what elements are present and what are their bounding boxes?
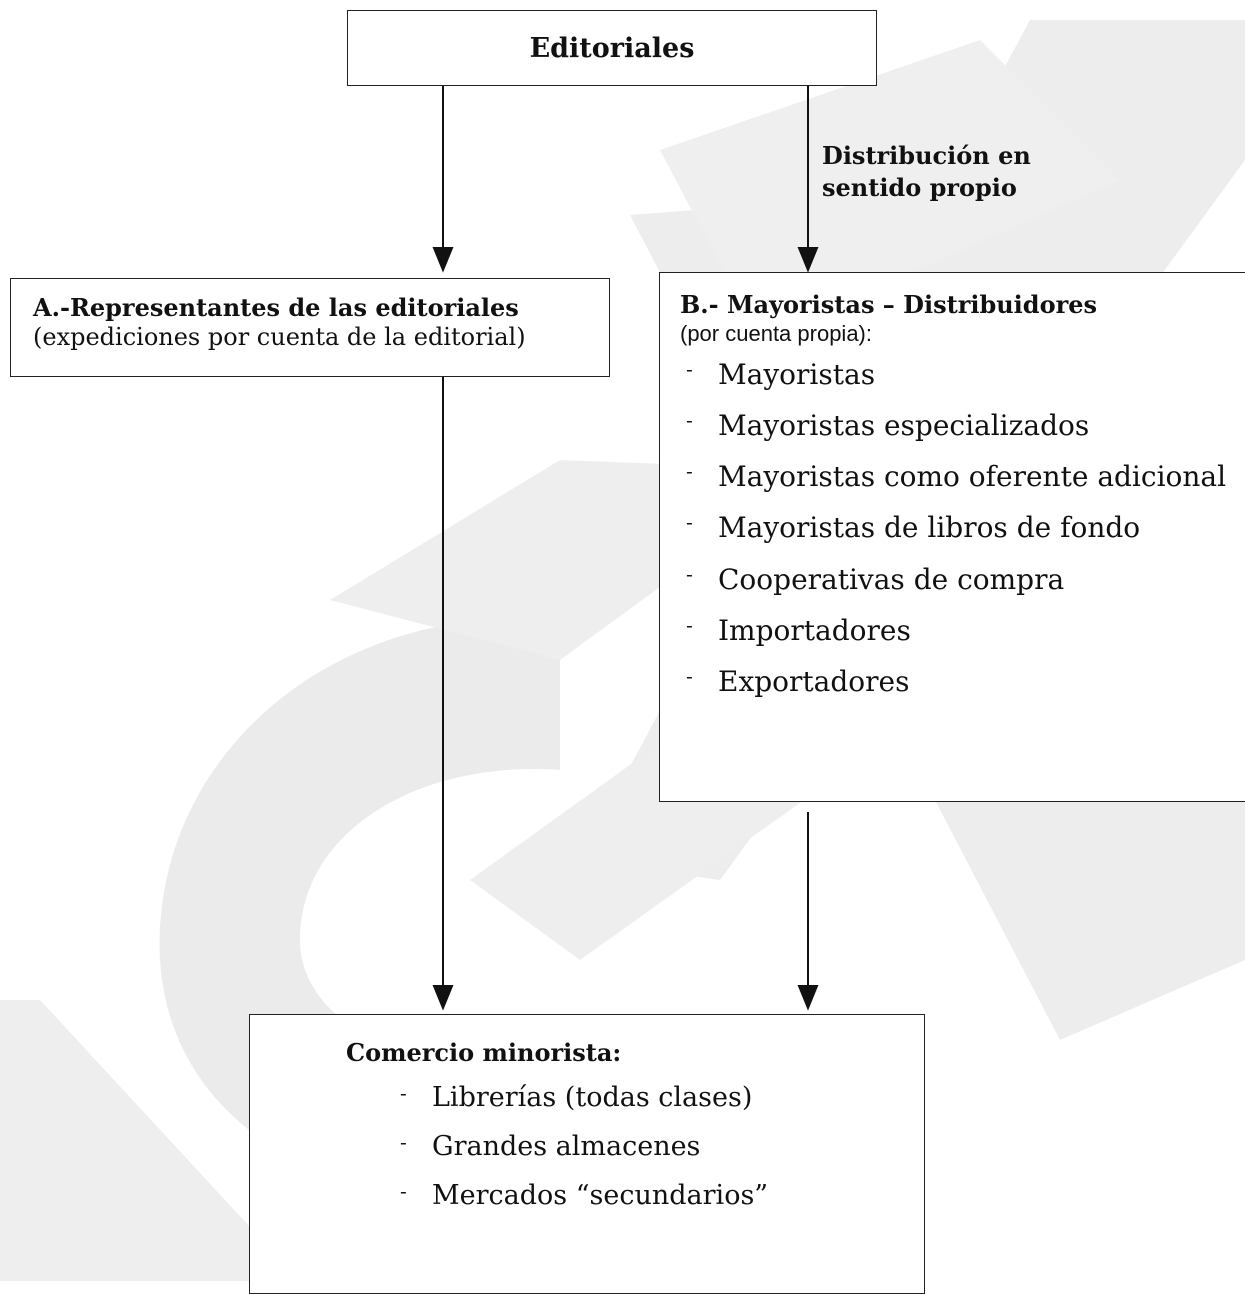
bullet-dash: -	[400, 1080, 407, 1105]
node-comercio-minorista: Comercio minorista: -Librerías (todas cl…	[249, 1014, 925, 1294]
edge-label-line-1: Distribución en	[822, 141, 1031, 170]
node-editoriales-label: Editoriales	[529, 32, 695, 64]
list-item-text: Librerías (todas clases)	[432, 1081, 753, 1113]
watermark-bar-top	[660, 40, 1120, 340]
list-item-text: Mercados “secundarios”	[432, 1179, 769, 1211]
node-representantes: A.-Representantes de las editoriales (ex…	[10, 278, 610, 377]
bullet-dash: -	[686, 663, 693, 688]
list-item-text: Mayoristas especializados	[718, 409, 1090, 443]
node-a-title: A.-Representantes de las editoriales	[33, 293, 519, 322]
node-mayoristas: B.- Mayoristas – Distribuidores (por cue…	[659, 272, 1245, 802]
list-item: -Mayoristas	[680, 357, 1245, 392]
node-editoriales: Editoriales	[347, 10, 877, 86]
list-item: -Importadores	[680, 612, 1245, 647]
edge-label-distribucion: Distribución en sentido propio	[822, 140, 1031, 205]
list-item: -Exportadores	[680, 663, 1245, 698]
arrowhead-c-right	[797, 985, 819, 1011]
edge-label-line-2: sentido propio	[822, 173, 1017, 203]
node-c-title: Comercio minorista:	[346, 1038, 622, 1067]
list-item: -Cooperativas de compra	[680, 561, 1245, 596]
node-b-list: -Mayoristas -Mayoristas especializados -…	[680, 357, 1245, 698]
node-b-title: B.- Mayoristas – Distribuidores	[680, 290, 1098, 319]
bullet-dash: -	[686, 357, 693, 382]
bullet-dash: -	[400, 1129, 407, 1154]
list-item: -Grandes almacenes	[394, 1129, 924, 1163]
bullet-dash: -	[686, 459, 693, 484]
arrowhead-a	[432, 247, 454, 273]
list-item-text: Mayoristas como oferente adicional	[718, 460, 1227, 494]
node-b-subtitle: (por cuenta propia):	[680, 320, 872, 346]
list-item-text: Mayoristas de libros de fondo	[718, 511, 1141, 545]
arrowhead-b	[797, 247, 819, 273]
list-item: -Librerías (todas clases)	[394, 1080, 924, 1114]
bullet-dash: -	[686, 612, 693, 637]
list-item: -Mayoristas especializados	[680, 408, 1245, 443]
list-item: -Mayoristas de libros de fondo	[680, 510, 1245, 545]
list-item: -Mercados “secundarios”	[394, 1178, 924, 1212]
list-item-text: Grandes almacenes	[432, 1130, 701, 1162]
bullet-dash: -	[686, 408, 693, 433]
node-a-subtitle: (expediciones por cuenta de la editorial…	[33, 322, 526, 351]
node-c-list: -Librerías (todas clases) -Grandes almac…	[394, 1080, 924, 1212]
bullet-dash: -	[400, 1178, 407, 1203]
bullet-dash: -	[686, 561, 693, 586]
arrowhead-c-left	[432, 985, 454, 1011]
bullet-dash: -	[686, 510, 693, 535]
list-item: -Mayoristas como oferente adicional	[680, 459, 1245, 494]
list-item-text: Mayoristas	[718, 358, 876, 392]
list-item-text: Cooperativas de compra	[718, 562, 1065, 596]
watermark-i-stroke	[0, 1000, 300, 1281]
list-item-text: Exportadores	[718, 664, 910, 698]
list-item-text: Importadores	[718, 613, 911, 647]
